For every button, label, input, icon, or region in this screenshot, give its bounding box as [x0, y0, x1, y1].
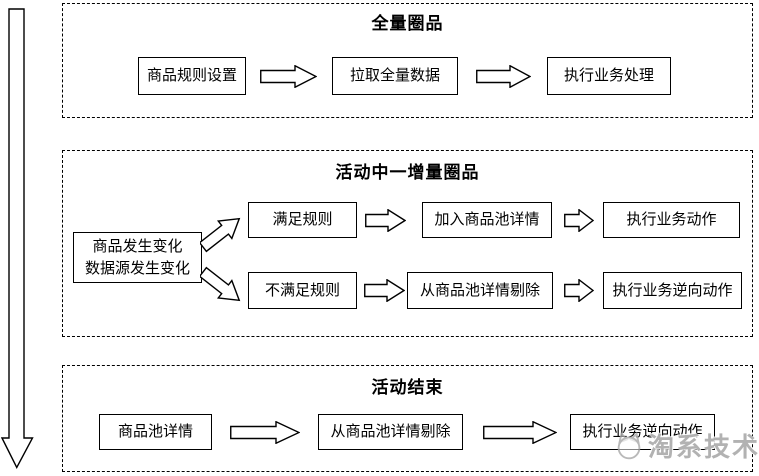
- section-full-circle-panel: [62, 3, 753, 118]
- node-pull-full-data: 拉取全量数据: [332, 57, 458, 95]
- timeline-down-arrow-icon: [1, 8, 34, 470]
- section-incremental-title: 活动中一增量圈品: [335, 163, 480, 182]
- section-end-panel: [62, 365, 753, 472]
- diagonal-up-arrow-icon: [200, 217, 241, 253]
- flow-arrow-icon: [365, 209, 406, 232]
- node-change-trigger: 商品发生变化 数据源发生变化: [73, 232, 202, 283]
- node-rule-setting: 商品规则设置: [138, 57, 246, 95]
- node-exec-reverse-action: 执行业务逆向动作: [603, 272, 742, 309]
- flow-arrow-icon: [564, 209, 594, 232]
- section-full-title: 全量圈品: [371, 14, 444, 33]
- node-exec-reverse-action-end: 执行业务逆向动作: [570, 414, 715, 450]
- flow-arrow-icon: [483, 421, 557, 444]
- flow-arrow-icon: [564, 279, 594, 302]
- node-add-to-pool: 加入商品池详情: [422, 202, 552, 238]
- flow-arrow-icon: [364, 279, 405, 302]
- node-match-rule: 满足规则: [248, 202, 357, 238]
- node-exec-action: 执行业务动作: [603, 202, 740, 238]
- node-pool-detail: 商品池详情: [99, 414, 212, 450]
- section-end-title: 活动结束: [371, 378, 444, 397]
- node-remove-from-pool-end: 从商品池详情剔除: [318, 414, 463, 450]
- section-incremental-panel: [62, 150, 753, 337]
- flow-arrow-icon: [476, 65, 531, 88]
- flow-arrow-icon: [260, 65, 317, 88]
- node-remove-from-pool: 从商品池详情剔除: [407, 272, 553, 309]
- flow-arrow-icon: [230, 421, 300, 444]
- diagonal-down-arrow-icon: [200, 266, 241, 302]
- node-exec-business: 执行业务处理: [547, 57, 671, 95]
- node-nomatch-rule: 不满足规则: [248, 272, 357, 309]
